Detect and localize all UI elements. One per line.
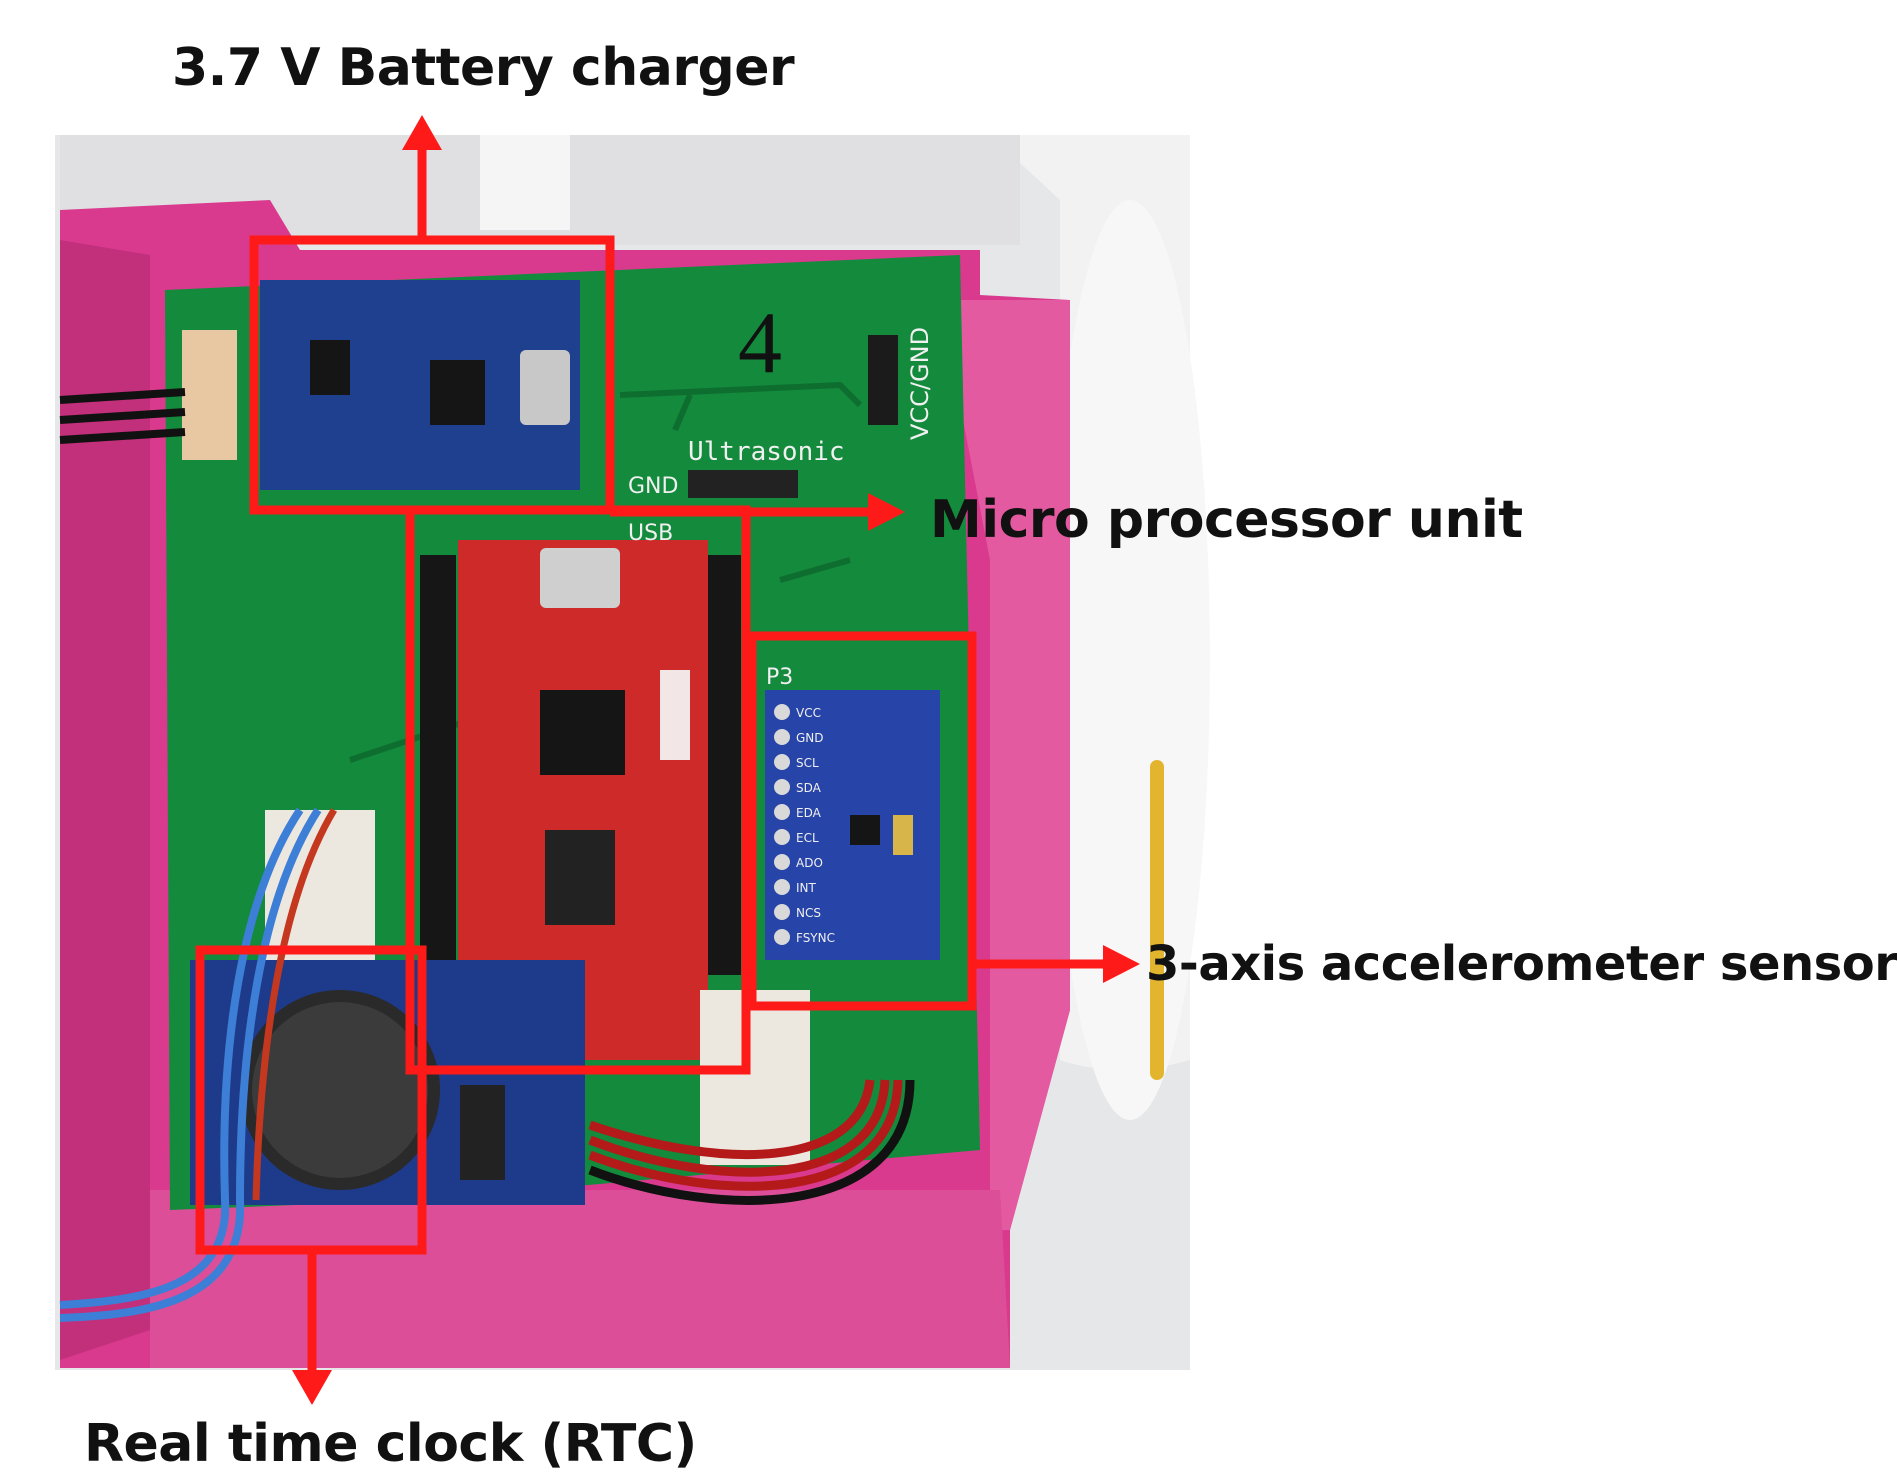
accelerometer-highlight xyxy=(747,631,977,1011)
accel-pin-label: EDA xyxy=(796,806,822,820)
accel-pin-pad xyxy=(774,804,790,820)
vcc-gnd-header xyxy=(868,335,898,425)
enclosure-floor xyxy=(150,1190,1010,1368)
accel-capacitor xyxy=(893,815,913,855)
accel-pin-pad xyxy=(774,704,790,720)
micro-processor-label: Micro processor unit xyxy=(930,490,1523,550)
accel-pin-label: ECL xyxy=(796,831,819,845)
battery-arrow-head xyxy=(402,115,442,150)
ultrasonic-header xyxy=(688,470,798,498)
enclosure-left-wall xyxy=(60,240,150,1360)
mcu-usb-label: USB xyxy=(628,521,673,546)
accel-pin-label: SDA xyxy=(796,781,822,795)
mcu-label-strip xyxy=(660,670,690,760)
pcb-ultrasonic: Ultrasonic xyxy=(688,437,845,467)
mcu-header-left xyxy=(420,555,456,975)
back-wall-stripe xyxy=(480,135,570,230)
micro-processor-highlight xyxy=(405,505,751,1075)
bottom-wires-black xyxy=(588,1079,915,1205)
mcu-usb-port xyxy=(540,548,620,608)
mcu-side-connector xyxy=(700,990,810,1165)
accel-pin-label: INT xyxy=(796,881,817,895)
charger-chip-2 xyxy=(310,340,350,395)
accel-pin-pad xyxy=(774,854,790,870)
accel-pin-label: GND xyxy=(796,731,824,745)
pcb-digit: 4 xyxy=(738,295,782,392)
rtc-label: Real time clock (RTC) xyxy=(84,1414,697,1474)
battery-charger-label: 3.7 V Battery charger xyxy=(172,38,795,98)
accel-pin-label: FSYNC xyxy=(796,931,835,945)
accel-chip xyxy=(850,815,880,845)
accel-pin-pad xyxy=(774,929,790,945)
pcb-vcc-gnd: VCC/GND xyxy=(906,327,934,440)
rtc-wires-red xyxy=(252,808,338,1201)
rtc-arrow-head xyxy=(292,1370,332,1405)
mpu-arrow-head xyxy=(868,493,905,531)
accel-pin-pad xyxy=(774,729,790,745)
accel-p3-label: P3 xyxy=(766,665,793,690)
rtc-switch xyxy=(460,1085,505,1180)
accelerometer-label: 3-axis accelerometer sensor xyxy=(1146,936,1897,992)
enclosure-right-wall xyxy=(940,300,1070,1230)
mcu-header-right xyxy=(705,555,741,975)
accel-pin-label: NCS xyxy=(796,906,821,920)
mcu-chip xyxy=(540,690,625,775)
accel-pin-label: SCL xyxy=(796,756,819,770)
mcu-switch xyxy=(545,830,615,925)
pcb-gnd: GND xyxy=(628,474,678,499)
accel-pin-pad xyxy=(774,779,790,795)
accel-pin-label: ADO xyxy=(796,856,823,870)
rtc-wires xyxy=(59,807,322,1322)
pcb-trace xyxy=(349,381,863,763)
accel-pin-pad xyxy=(774,754,790,770)
accel-pin-pad xyxy=(774,879,790,895)
accel-pin-pad xyxy=(774,904,790,920)
white-dome-curve xyxy=(1050,200,1210,1120)
charger-chip xyxy=(430,360,485,425)
bottom-wires xyxy=(588,1079,903,1191)
rtc-coin-cell-face xyxy=(252,1002,428,1178)
accel-arrow-head xyxy=(1103,945,1140,983)
yellow-cable-right xyxy=(1150,760,1164,1080)
accel-pin-pad xyxy=(774,829,790,845)
accel-pin-label: VCC xyxy=(796,706,821,720)
device-photo: 4 VCC/GND Ultrasonic GND USB P3 VCC GND SC… xyxy=(55,115,1210,1405)
left-wires xyxy=(59,388,186,444)
left-connector xyxy=(182,330,237,460)
charger-usb-port xyxy=(520,350,570,425)
